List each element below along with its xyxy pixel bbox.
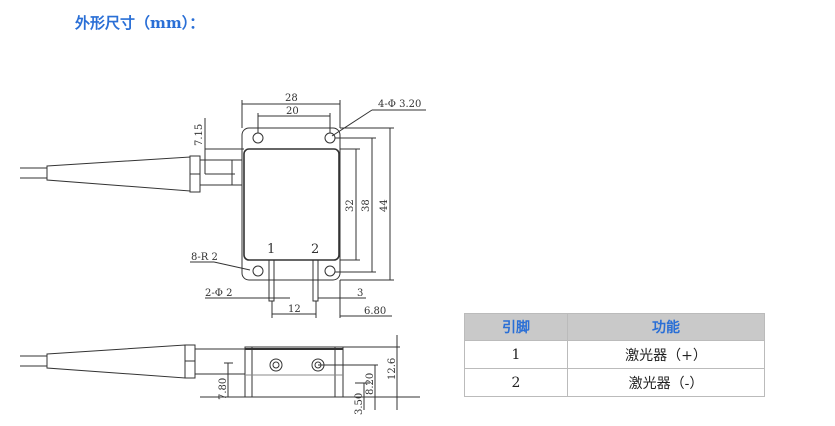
dim-6-80: 6.80 <box>364 306 386 317</box>
dim-8-20: 8.20 <box>365 373 376 395</box>
dim-12: 12 <box>288 304 301 315</box>
table-row: 1 激光器（+） <box>464 340 765 369</box>
table-header-row: 引脚 功能 <box>464 313 765 341</box>
dim-32: 32 <box>345 199 356 212</box>
pin-number: 1 <box>464 340 568 369</box>
hole-callout: 4-Φ 3.20 <box>378 99 421 110</box>
dim-20: 20 <box>286 106 299 117</box>
mount-hole <box>252 132 264 144</box>
pin-number: 2 <box>464 368 568 397</box>
dim-7-80: 7.80 <box>218 378 229 400</box>
pin-function: 激光器（-） <box>567 368 765 397</box>
flange <box>241 127 341 281</box>
module-body <box>243 148 340 261</box>
table-row: 2 激光器（-） <box>464 368 765 397</box>
fiber-cable <box>20 155 243 193</box>
mount-hole <box>252 265 264 277</box>
radius-callout: 8-R 2 <box>191 252 218 263</box>
section-title: 外形尺寸（mm）： <box>75 14 205 32</box>
dim-28: 28 <box>285 93 298 104</box>
dim-7-15: 7.15 <box>194 124 205 146</box>
dim-44: 44 <box>379 199 390 212</box>
side-hole <box>269 358 283 372</box>
pin-function: 激光器（+） <box>567 340 765 369</box>
pin-function-table: 引脚 功能 1 激光器（+） 2 激光器（-） <box>464 313 765 397</box>
pin-2-label: 2 <box>311 242 319 257</box>
side-body <box>244 346 344 398</box>
side-view: 7.80 3.50 8.20 12.6 <box>20 335 420 415</box>
header-pin: 引脚 <box>464 313 568 341</box>
pin-diameter-callout: 2-Φ 2 <box>205 288 232 299</box>
pin-1-label: 1 <box>267 242 275 257</box>
header-function: 功能 <box>567 313 765 341</box>
dim-38: 38 <box>361 199 372 212</box>
dim-3-50: 3.50 <box>354 393 365 415</box>
dim-12-6: 12.6 <box>387 358 398 380</box>
mount-hole <box>324 265 336 277</box>
dim-3: 3 <box>357 288 363 299</box>
top-view: 28 20 4-Φ 3.20 7.15 32 38 44 1 2 8-R 2 2… <box>20 93 426 318</box>
